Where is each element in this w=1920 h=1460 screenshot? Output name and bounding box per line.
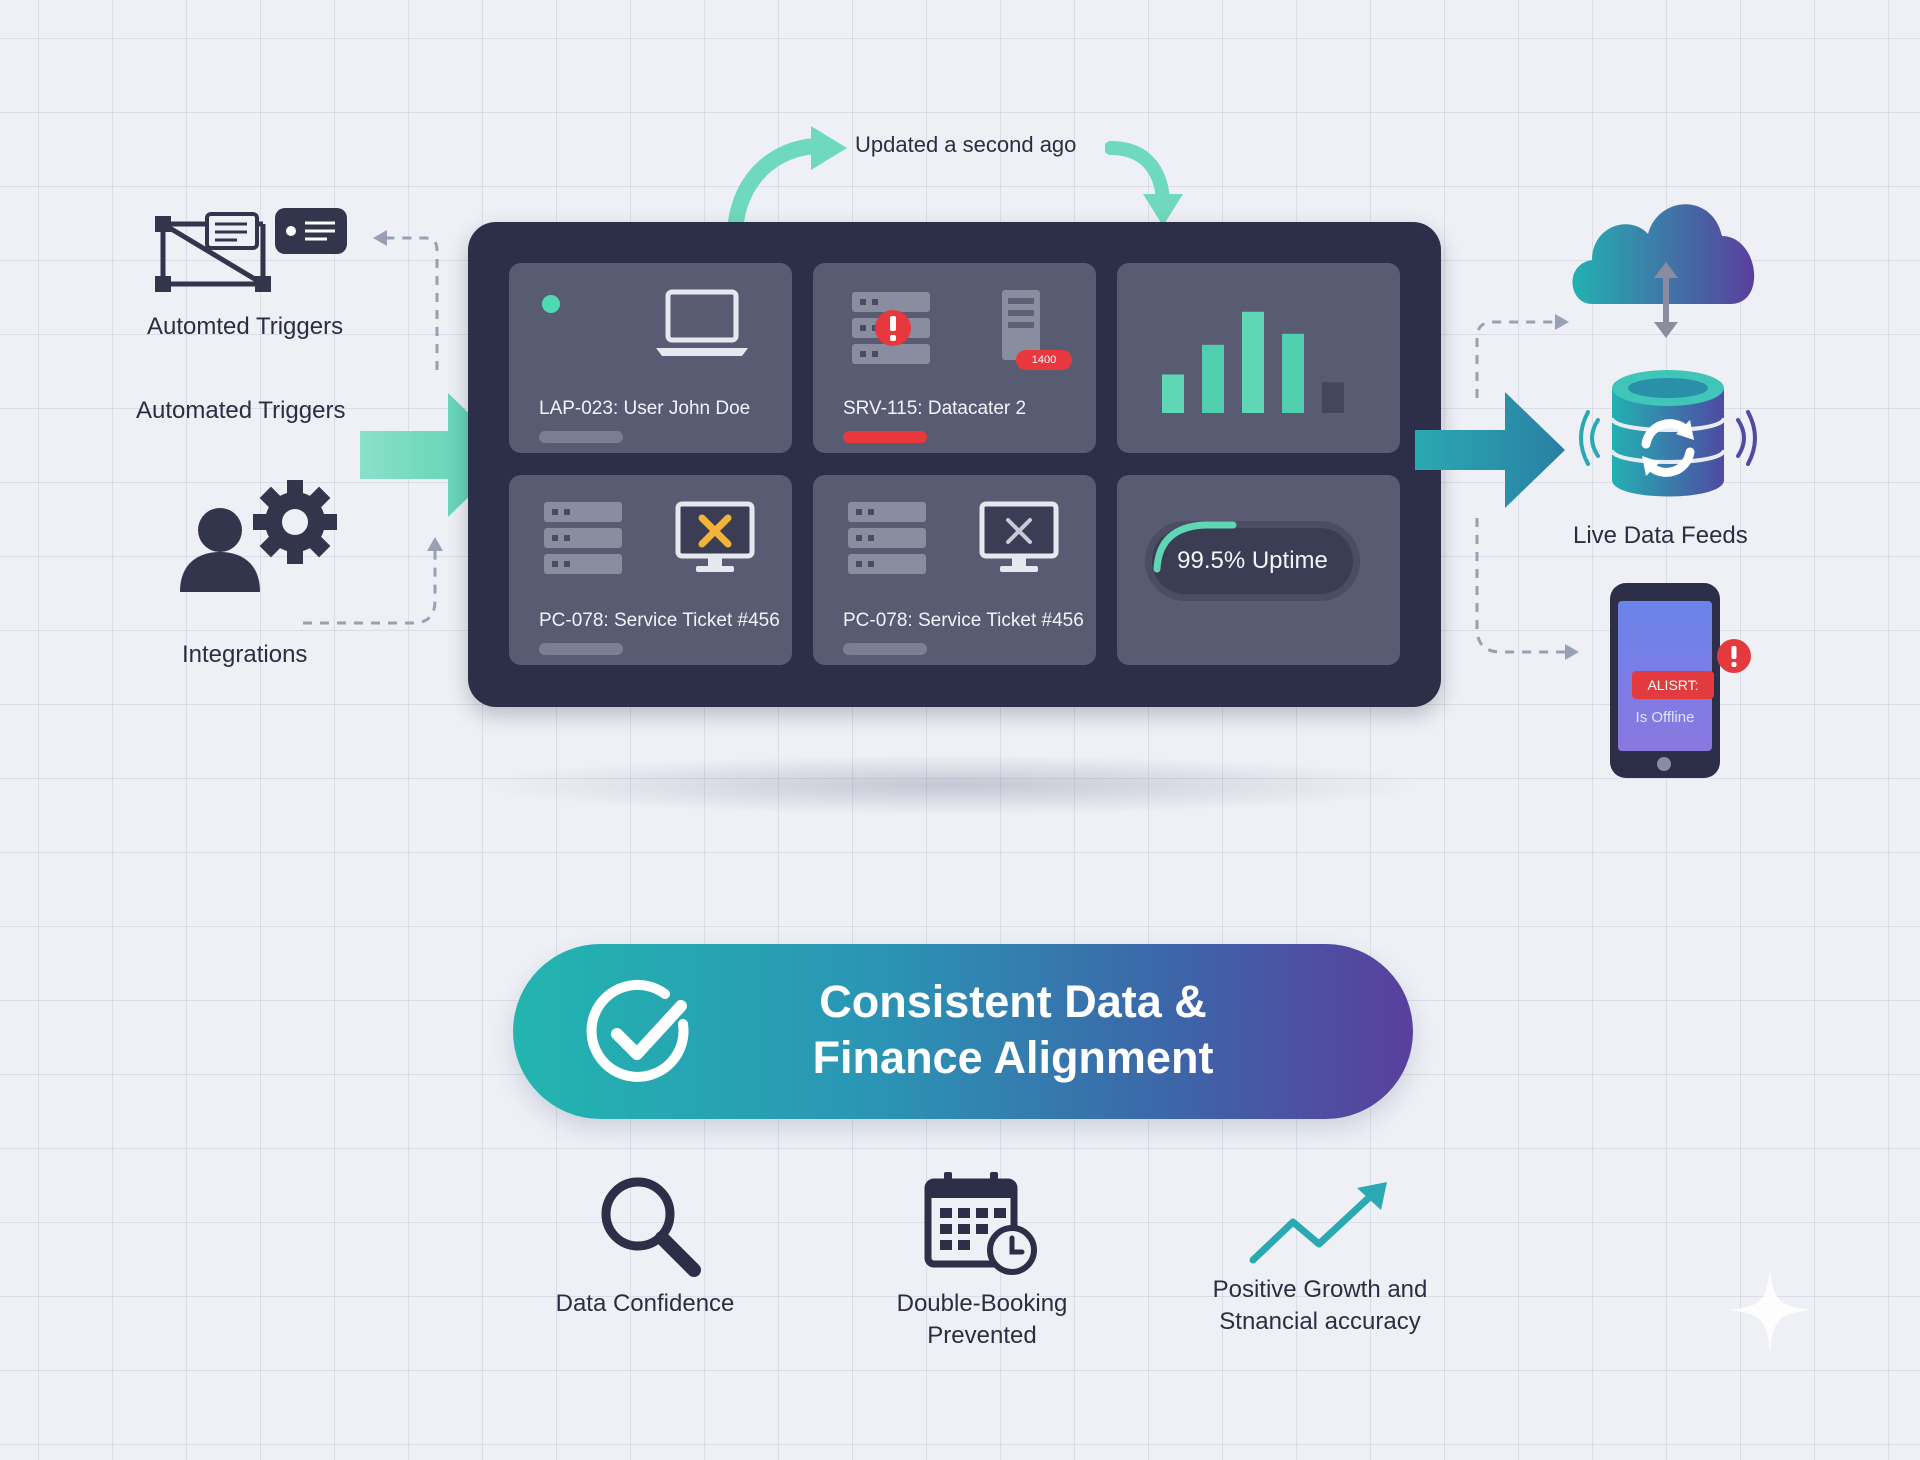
device-card-pc-offline[interactable]: PC-078: Service Ticket #456 <box>813 475 1096 665</box>
calendar-clock-icon <box>924 1172 1037 1275</box>
alert-badge: 1400 <box>1016 350 1072 370</box>
double-booking-label-2: Prevented <box>927 1322 1037 1349</box>
automated-triggers-label-2: Automated Triggers <box>136 397 346 424</box>
dashed-connector-top-left <box>373 230 439 370</box>
chart-bar <box>1322 382 1344 413</box>
phone-device: ALISRT: Is Offline <box>1610 583 1720 778</box>
user-gear-icon <box>180 480 337 592</box>
server-rack-icon <box>544 502 622 574</box>
updated-label: Updated a second ago <box>855 132 1077 157</box>
dashed-connector-bottom-left <box>303 537 443 625</box>
growth-trend-icon <box>1249 1182 1387 1264</box>
check-circle-icon <box>586 979 689 1082</box>
device-card-laptop[interactable]: LAP-023: User John Doe <box>509 263 792 453</box>
alert-sub: Is Offline <box>1635 709 1695 726</box>
sparkle-icon <box>1727 1267 1813 1353</box>
card-label: PC-078: Service Ticket #456 <box>539 610 780 631</box>
dashboard-panel: LAP-023: User John Doe <box>468 222 1441 707</box>
summary-banner: Consistent Data & Finance Alignment <box>513 944 1413 1119</box>
monitor-offline-icon <box>979 501 1059 572</box>
phone-home-button <box>1657 757 1671 771</box>
card-label: SRV-115: Datacater 2 <box>843 398 1027 419</box>
uptime-value: 99.5% Uptime <box>1177 547 1328 574</box>
data-confidence-label: Data Confidence <box>555 1290 735 1317</box>
uptime-pill: 99.5% Uptime <box>1145 521 1360 601</box>
monitor-tools-icon <box>675 501 755 572</box>
card-status-bar <box>843 431 927 443</box>
chart-card[interactable] <box>1117 263 1400 453</box>
growth-label-1: Positive Growth and <box>1212 1276 1428 1303</box>
alert-badge-icon <box>1717 639 1751 673</box>
chart-bar <box>1282 333 1304 413</box>
alert-label: ALISRT: <box>1632 671 1714 699</box>
double-booking-label-1: Double-Booking <box>896 1290 1068 1317</box>
uptime-card[interactable]: 99.5% Uptime <box>1117 475 1400 665</box>
server-rack-icon <box>852 292 930 364</box>
database-sync-icon <box>1579 370 1757 497</box>
laptop-icon <box>656 289 748 356</box>
status-dot <box>542 295 560 313</box>
server-rack-icon <box>848 502 926 574</box>
magnifier-icon <box>601 1177 701 1277</box>
output-arrow-icon <box>1415 392 1565 508</box>
integrations-label: Integrations <box>182 641 308 668</box>
card-label: LAP-023: User John Doe <box>539 398 751 419</box>
cloud-icon <box>1572 204 1755 338</box>
growth-label-2: Stnancial accuracy <box>1219 1308 1421 1335</box>
refresh-curve-right-icon <box>1105 141 1183 226</box>
server-tower-icon <box>1002 290 1040 360</box>
chart-bar <box>1242 311 1264 413</box>
live-data-feeds-label: Live Data Feeds <box>1573 522 1748 549</box>
automated-triggers-label: Automted Triggers <box>147 313 344 340</box>
dashed-connector-bottom-right <box>1475 518 1579 660</box>
network-trigger-icon <box>155 208 347 292</box>
card-label: PC-078: Service Ticket #456 <box>843 610 1084 631</box>
device-card-server[interactable]: 1400 SRV-115: Datacater 2 <box>813 263 1096 453</box>
card-status-bar <box>843 643 927 655</box>
dashed-connector-top-right <box>1475 314 1569 398</box>
chart-bar <box>1162 374 1184 413</box>
banner-title-line2: Finance Alignment <box>812 1032 1214 1083</box>
card-status-bar <box>539 431 623 443</box>
dashboard-shadow <box>470 755 1430 815</box>
card-status-bar <box>539 643 623 655</box>
banner-title-line1: Consistent Data & <box>819 976 1207 1027</box>
chart-bar <box>1202 344 1224 413</box>
uptime-progress-arc <box>1153 521 1237 573</box>
phone-screen: ALISRT: Is Offline <box>1618 601 1714 751</box>
bar-chart <box>1162 311 1344 413</box>
device-card-pc-tools[interactable]: PC-078: Service Ticket #456 <box>509 475 792 665</box>
